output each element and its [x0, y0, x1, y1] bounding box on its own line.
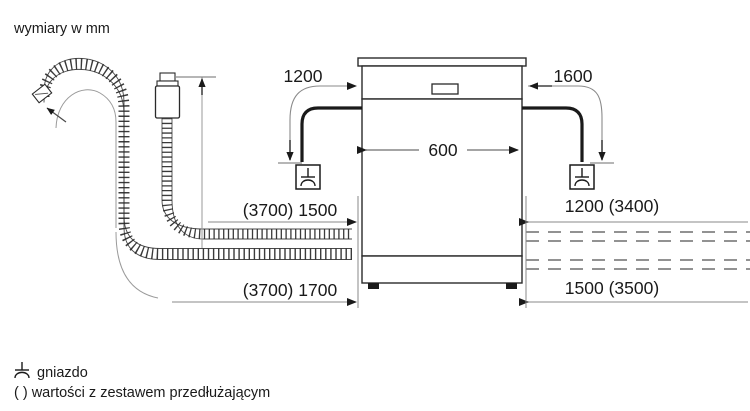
drain-hose-assembly	[31, 57, 352, 260]
socket-right	[569, 164, 595, 190]
drain-hose-left-label: (3700) 1700	[243, 280, 338, 300]
drain-hose-right-dashed	[526, 259, 750, 270]
inlet-hose-edge-a	[161, 118, 352, 230]
door-handle	[431, 83, 459, 95]
width-label-bg	[419, 137, 467, 162]
power-cord-right-dimension-leader	[528, 85, 603, 152]
width-dimension-600: 600	[357, 137, 519, 162]
appliance-foot-right	[506, 283, 517, 289]
power-cord-left	[300, 106, 362, 162]
legend: gniazdo ( ) wartości z zestawem przedłuż…	[14, 362, 270, 401]
inlet-hose-assembly	[161, 118, 352, 240]
appliance-foot-left	[368, 283, 379, 289]
power-cord-left-group: 1200	[278, 66, 362, 164]
aquastop-valve-icon	[154, 72, 181, 119]
aquastop-height-indicator	[176, 76, 216, 248]
appliance-door	[361, 98, 523, 257]
power-cord-right-group: 1600	[522, 66, 614, 164]
drain-hose-left-dimension: (3700) 1700	[172, 280, 357, 306]
drain-hose-outer-edge-a	[43, 57, 352, 249]
drain-hose-end-icon	[31, 83, 53, 104]
drain-hose-outer-rib	[38, 58, 352, 260]
inlet-hose-right-dimension: 1200 (3400)	[519, 196, 748, 226]
inlet-hose-edge-b	[171, 118, 352, 240]
bend-radius-guide	[55, 89, 117, 228]
drain-hose-right-dimension: 1500 (3500)	[519, 278, 748, 306]
legend-socket-icon	[14, 362, 30, 379]
page-title: wymiary w mm	[13, 21, 110, 37]
power-cord-left-label: 1200	[284, 66, 323, 86]
drain-hose-leader	[115, 231, 159, 299]
legend-bracket-note: ( ) wartości z zestawem przedłużającym	[14, 385, 270, 401]
power-cord-right-label: 1600	[554, 66, 593, 86]
legend-socket-label: gniazdo	[37, 365, 88, 381]
inlet-hose-left-dimension: (3700) 1500	[208, 200, 357, 226]
appliance-top-panel	[357, 57, 527, 67]
power-cord-left-dimension-leader	[289, 82, 357, 160]
drain-hose-outer-edge-b	[43, 68, 352, 260]
dishwasher-body	[357, 57, 527, 289]
inlet-hose-rib	[162, 118, 352, 239]
inlet-hose-left-label: (3700) 1500	[243, 200, 338, 220]
inlet-hose-right-dashed	[526, 231, 750, 242]
socket-left	[295, 164, 321, 190]
appliance-plinth	[361, 255, 523, 284]
drain-hose-right-label: 1500 (3500)	[565, 278, 659, 298]
power-cord-right	[522, 106, 584, 162]
inlet-hose-right-label: 1200 (3400)	[565, 196, 659, 216]
bend-direction-arrow	[46, 107, 67, 123]
width-dimension-label: 600	[428, 140, 457, 160]
